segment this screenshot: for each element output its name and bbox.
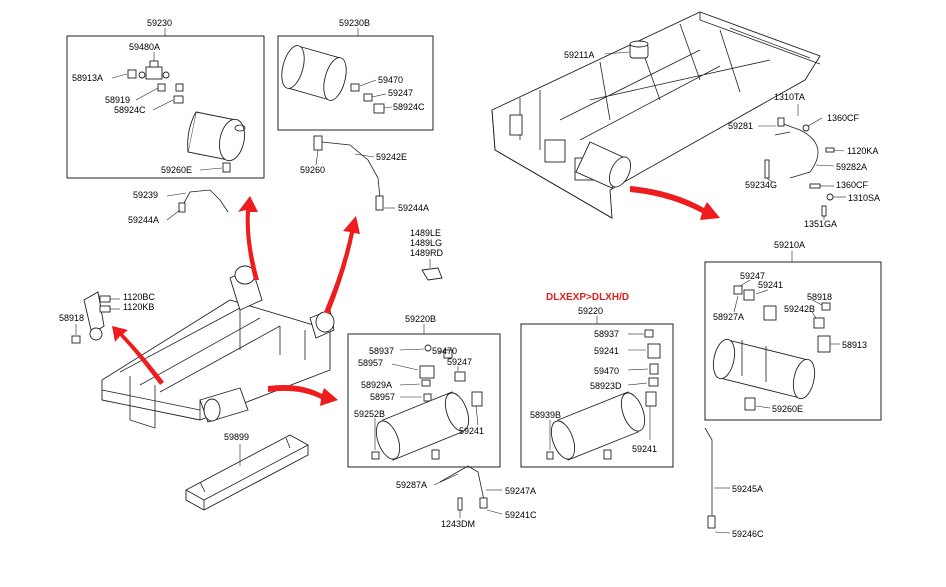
- frame-top-right: 59211A: [491, 11, 821, 219]
- label-59247A: 59247A: [505, 486, 536, 496]
- label-59470-b2: 59470: [378, 75, 403, 85]
- label-1310SA: 1310SA: [848, 193, 880, 203]
- label-1489LE: 1489LE: [410, 228, 441, 238]
- label-58924C: 58924C: [114, 105, 146, 115]
- air-tank-59210A: [712, 338, 816, 400]
- arrow-to-59230B: [324, 216, 360, 314]
- arrow-to-59230: [238, 196, 259, 280]
- label-59242B: 59242B: [784, 304, 815, 314]
- chassis-left: [101, 265, 335, 429]
- label-58924C-b2: 58924C: [393, 102, 425, 112]
- label-59260E: 59260E: [161, 165, 192, 175]
- label-59241-b3: 59241: [459, 426, 484, 436]
- label-58927A: 58927A: [713, 312, 744, 322]
- label-1310TA: 1310TA: [774, 92, 805, 102]
- label-58923D: 58923D: [590, 381, 622, 391]
- air-tank-59220B: [375, 391, 470, 461]
- label-59247-b5: 59247: [740, 271, 765, 281]
- variant-label: DLXEXP>DLXH/D: [546, 292, 629, 303]
- bracket-59899: 59899: [185, 432, 309, 511]
- label-59282A: 59282A: [836, 162, 867, 172]
- left-fitting: 1120BC 1120KB 58918: [59, 291, 155, 344]
- red-arrows: [112, 186, 720, 406]
- label-1120KB: 1120KB: [123, 302, 154, 312]
- strap-59282A: 1310TA 1360CF 59281 1120KA 59282A 59234G…: [728, 92, 880, 229]
- group-59230B: 59230B 59470 59247 58924C: [277, 18, 434, 131]
- label-1351GA: 1351GA: [804, 219, 837, 229]
- air-tank-59220: [550, 391, 646, 461]
- pipe-59239: 59239 59244A: [128, 189, 229, 225]
- label-58919: 58919: [105, 95, 130, 105]
- label-58957-b3-bottom: 58957: [370, 392, 395, 402]
- group-59220: DLXEXP>DLXH/D 59220 58937 59241 59470 58…: [520, 292, 674, 468]
- label-59220B: 59220B: [405, 314, 436, 324]
- label-58918-left: 58918: [59, 313, 84, 323]
- label-59260E-b5: 59260E: [772, 404, 803, 414]
- group-59220B: 59220B 58937 59470 58957 59247 58929A 58…: [347, 314, 501, 468]
- label-1360CF-top: 1360CF: [827, 113, 860, 123]
- label-1243DM: 1243DM: [441, 519, 475, 529]
- label-58929A: 58929A: [361, 380, 392, 390]
- pipe-59242E: 59242E 59260 59244A: [300, 135, 429, 213]
- label-59241-b5: 59241: [758, 280, 783, 290]
- clip-1489: 1489LE 1489LG 1489RD: [410, 228, 444, 281]
- label-59241-b4-bottom: 59241: [632, 444, 657, 454]
- label-59230: 59230: [147, 18, 172, 28]
- label-59899: 59899: [224, 432, 249, 442]
- air-tank-59230: [187, 111, 246, 162]
- label-59470-b3-vis: 59470: [432, 346, 457, 356]
- label-59244A-left: 59244A: [128, 215, 159, 225]
- arrow-to-59210A: [630, 186, 720, 220]
- label-1120BC: 1120BC: [123, 292, 155, 302]
- label-59242E: 59242E: [376, 152, 407, 162]
- label-59246C: 59246C: [732, 529, 764, 539]
- label-59234G: 59234G: [745, 180, 777, 190]
- label-59211A: 59211A: [564, 50, 594, 60]
- label-59241-b4-top: 59241: [594, 346, 619, 356]
- label-59239: 59239: [133, 190, 158, 200]
- label-59220: 59220: [578, 306, 603, 316]
- label-59260: 59260: [300, 165, 325, 175]
- label-59247-b3: 59247: [447, 357, 472, 367]
- label-1489LG: 1489LG: [410, 238, 442, 248]
- label-59247-b2: 59247: [388, 88, 413, 98]
- arrow-to-59220B: [268, 385, 338, 406]
- label-58913: 58913: [842, 340, 867, 350]
- pipe-59245A: 59245A 59246C: [704, 427, 764, 539]
- label-58913A: 58913A: [72, 73, 103, 83]
- label-58937-b4: 58937: [594, 329, 619, 339]
- label-58957-b3-top: 58957: [358, 358, 383, 368]
- label-59245A: 59245A: [732, 484, 763, 494]
- label-59480A: 59480A: [129, 42, 160, 52]
- label-1360CF-bottom: 1360CF: [836, 180, 869, 190]
- label-59470-b4: 59470: [594, 366, 619, 376]
- label-58937-b3: 58937: [369, 346, 394, 356]
- air-tank-59230B: [281, 45, 347, 101]
- group-59210A: 59210A 59247 59241 58927A 58918 59242B 5…: [704, 240, 882, 421]
- label-1489RD: 1489RD: [410, 248, 444, 258]
- label-58918-b5: 58918: [807, 292, 832, 302]
- label-59244A-mid: 59244A: [398, 203, 429, 213]
- label-1120KA: 1120KA: [847, 146, 878, 156]
- pipe-59287A: 59287A 59247A 59241C 1243DM: [396, 465, 537, 529]
- label-59287A: 59287A: [396, 480, 427, 490]
- label-59281: 59281: [728, 121, 753, 131]
- label-59210A: 59210A: [774, 240, 805, 250]
- label-59252B: 59252B: [354, 409, 385, 419]
- arrow-to-left-fitting: [112, 326, 164, 385]
- label-58939B: 58939B: [530, 410, 561, 420]
- label-59241C: 59241C: [505, 510, 537, 520]
- label-59230B: 59230B: [339, 18, 370, 28]
- group-59230: 59230 59480A 58913A 58919 58924C 59260E: [66, 18, 265, 179]
